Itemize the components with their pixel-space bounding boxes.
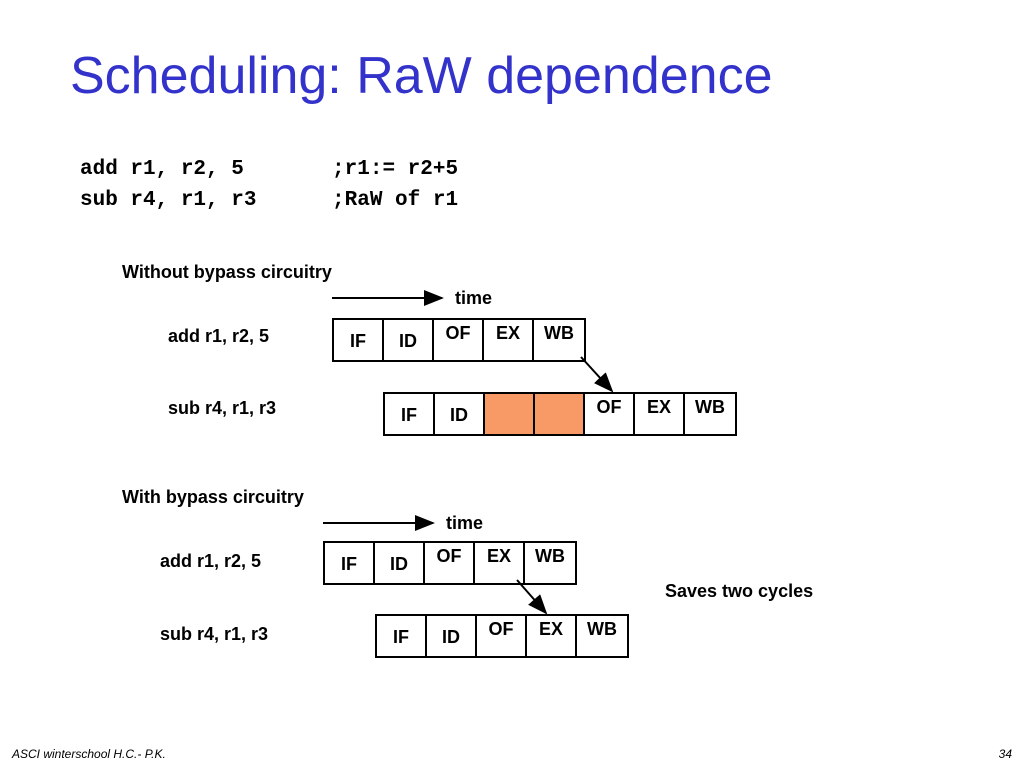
stage-cell: EX (484, 320, 534, 360)
stage-cell: IF (325, 543, 375, 583)
pipeline-add-no-bypass: IF ID OF EX WB (332, 318, 586, 362)
stage-cell: IF (334, 320, 384, 360)
code-line-2: sub r4, r1, r3 ;RaW of r1 (80, 189, 459, 212)
stage-cell: OF (585, 394, 635, 434)
saves-cycles-note: Saves two cycles (665, 581, 814, 601)
time-label-bottom: time (446, 513, 484, 533)
page-number: 34 (998, 747, 1012, 761)
stage-cell: WB (535, 546, 565, 566)
with-bypass-heading: With bypass circuitry (122, 487, 304, 507)
stage-cell: IF (385, 394, 435, 434)
without-bypass-heading: Without bypass circuitry (122, 262, 332, 282)
sub-instr-label-top: sub r4, r1, r3 (168, 398, 277, 418)
stage-cell: EX (635, 394, 685, 434)
stage-cell: IF (377, 616, 427, 656)
stage-cell: ID (435, 394, 485, 434)
stage-cell: EX (527, 616, 577, 656)
stall-cell (485, 394, 535, 434)
dependency-arrow-icon (580, 356, 614, 393)
page-title: Scheduling: RaW dependence (70, 47, 773, 105)
code-line-1: add r1, r2, 5 ;r1:= r2+5 (80, 158, 459, 181)
stage-cell: WB (587, 619, 617, 639)
stage-cell: ID (375, 543, 425, 583)
stage-cell: EX (475, 543, 525, 583)
sub-instr-label-bottom: sub r4, r1, r3 (160, 624, 269, 644)
add-instr-label-top: add r1, r2, 5 (168, 326, 270, 346)
stage-cell: ID (384, 320, 434, 360)
pipeline-sub-no-bypass: IF ID OF EX WB (383, 392, 737, 436)
bypass-arrow-icon (516, 579, 548, 615)
stage-cell: ID (427, 616, 477, 656)
add-instr-label-bottom: add r1, r2, 5 (160, 551, 262, 571)
stage-cell: OF (434, 320, 484, 360)
stage-cell: WB (695, 397, 725, 417)
footer-text: ASCI winterschool H.C.- P.K. (12, 747, 166, 761)
stage-cell: WB (544, 323, 574, 343)
pipeline-add-bypass: IF ID OF EX WB (323, 541, 577, 585)
stage-cell: OF (477, 616, 527, 656)
stall-cell (535, 394, 585, 434)
pipeline-sub-bypass: IF ID OF EX WB (375, 614, 629, 658)
time-label-top: time (455, 288, 493, 308)
stage-cell: OF (425, 543, 475, 583)
